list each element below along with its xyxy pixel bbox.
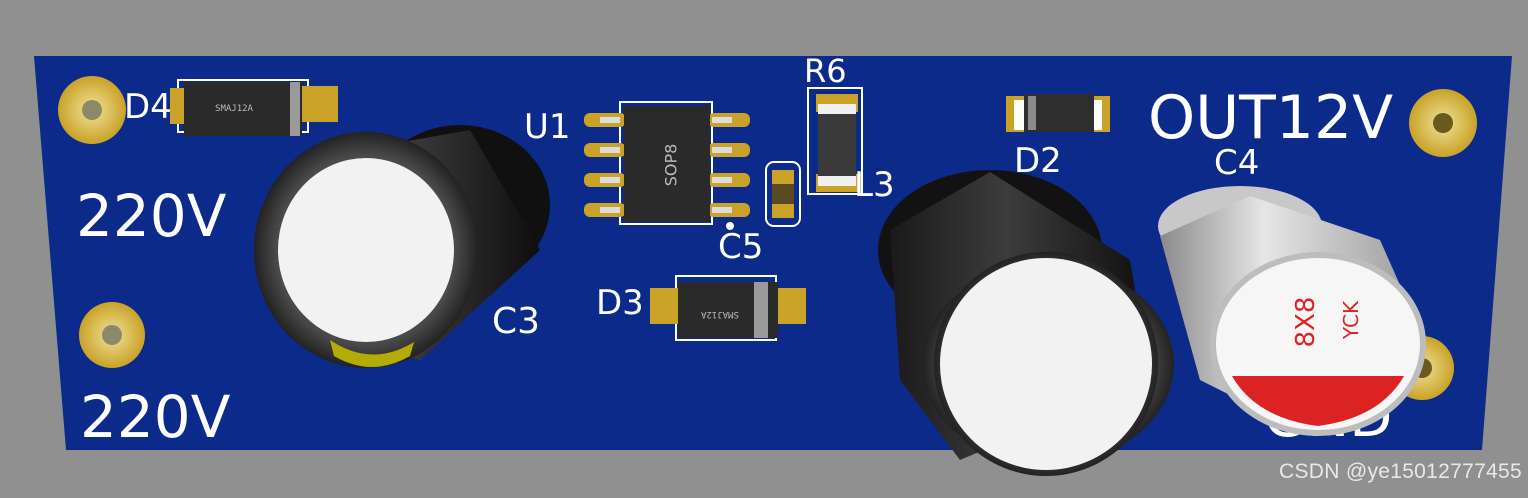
label-u1: U1 — [524, 107, 571, 147]
label-220v-top: 220V — [76, 182, 227, 250]
mount-hole-bottom-left — [79, 302, 145, 368]
watermark: CSDN @ye15012777455 — [1278, 460, 1522, 483]
ic-u1-marking: SOP8 — [662, 144, 681, 187]
label-c5: C5 — [718, 227, 763, 267]
diode-d3: SMAJ12A — [650, 275, 806, 341]
capacitor-c4-marking-brand: YCK — [1339, 300, 1363, 340]
diode-d4-marking: SMAJ12A — [215, 104, 254, 114]
label-r6: R6 — [804, 52, 847, 90]
capacitor-c3 — [254, 125, 550, 368]
label-l3: L3 — [854, 165, 895, 205]
label-d3: D3 — [596, 283, 644, 323]
mount-hole-top-right — [1409, 89, 1477, 157]
diode-d4: SMAJ12A — [170, 79, 338, 136]
capacitor-c4: 8X8 YCK — [1158, 186, 1426, 436]
capacitor-c5 — [726, 161, 801, 230]
diode-d2 — [1006, 94, 1110, 132]
label-d4: D4 — [124, 87, 172, 127]
label-c3: C3 — [492, 301, 540, 342]
label-out12v: OUT12V — [1148, 83, 1393, 153]
diode-d3-marking: SMAJ12A — [700, 309, 739, 319]
label-220v-bottom: 220V — [80, 383, 231, 451]
capacitor-large-black — [878, 170, 1174, 476]
ic-u1: SOP8 — [584, 101, 750, 225]
mount-hole-top-left — [58, 76, 126, 144]
label-c4: C4 — [1214, 143, 1259, 183]
capacitor-c4-marking-size: 8X8 — [1291, 297, 1321, 348]
inductor-l3 — [807, 87, 863, 195]
